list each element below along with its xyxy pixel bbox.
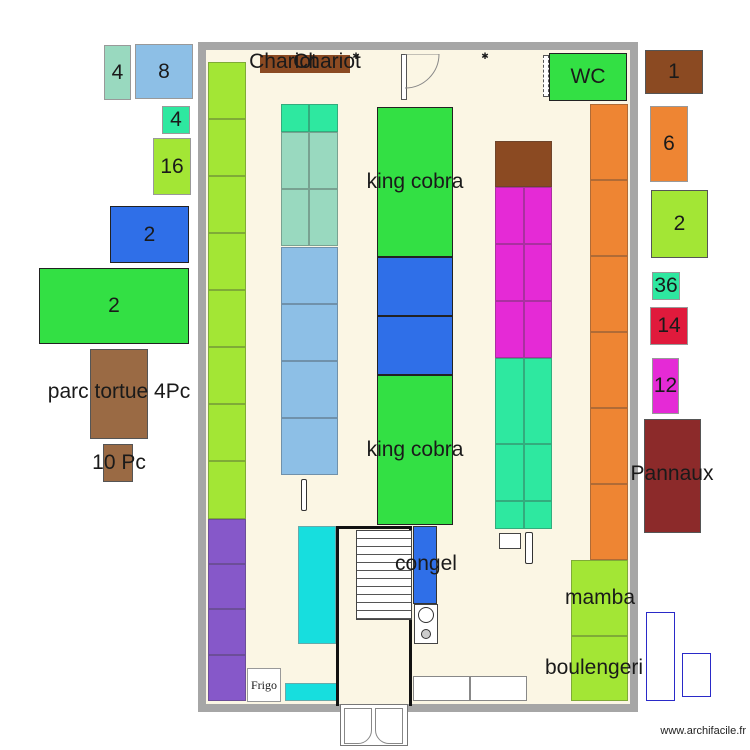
counter-left [413,676,470,701]
block-left-2-blue: 2 [110,206,189,263]
block-left-16-lime: 16 [153,138,191,195]
block-right-1-brown: 1 [645,50,703,94]
block-right-36-teal: 36 [652,272,680,300]
pannaux-block [644,419,701,533]
entrance-door [340,704,408,746]
frigo-unit: Frigo [247,668,281,702]
congel-label: congel [395,552,457,575]
washbasin [414,604,438,644]
mamba-shelf [571,560,628,636]
block-right-12-magenta: 12 [652,358,679,414]
outline-panel-short [682,653,711,697]
outline-panel-tall [646,612,675,701]
brown-shelf-top [495,141,552,187]
ten-pc-label: 10 Pc [92,451,146,474]
wc-room: WC [549,53,627,101]
counter-right [470,676,527,701]
mamba-label: mamba [564,586,636,609]
chariot-label-1: Chariot [249,50,317,73]
cyan-low-shelf [285,683,337,701]
cyan-freezer [298,526,336,644]
watermark: www.archifacile.fr [660,725,746,737]
block-left-8-sky: 8 [135,44,193,99]
blue-congel-unit [413,526,437,604]
block-right-6-orange: 6 [650,106,688,182]
boulangerie-label: boulengeri [544,656,644,679]
small-stand-left [301,479,307,511]
top-door-frame [401,54,407,100]
outlet-icon-1: ✱ [352,50,360,61]
block-right-2-lime: 2 [651,190,708,258]
parc-tortue-block [90,349,148,439]
frigo-label: Frigo [250,677,277,692]
door-leaf-left [344,708,372,744]
block-left-2-green: 2 [39,268,189,344]
chariot-label-2: Chariot [293,50,361,73]
pannaux-label: Pannaux [630,462,714,485]
block-right-14-red: 14 [650,307,688,345]
staircase [356,530,412,620]
outlet-icon-2: ✱ [481,50,489,61]
block-left-4-teal: 4 [162,106,190,134]
boulangerie-shelf [571,636,628,701]
blue-shelf-mid-2 [377,316,453,375]
block-left-4-mint: 4 [104,45,131,100]
door-leaf-right [375,708,403,744]
sink-icon [499,533,521,549]
king-cobra-top: king cobra [367,107,463,257]
king-cobra-bottom: king cobra [367,375,463,525]
basin-circle-icon [418,607,434,623]
chariot-brown-bar [260,55,350,73]
small-stand-right [525,532,533,564]
parc-tortue-label: parc tortue 4Pc [47,380,191,403]
ten-pc-block [103,444,133,482]
wc-door [543,55,549,97]
blue-shelf-mid-1 [377,257,453,316]
top-door-swing [405,54,440,89]
drain-icon [421,629,431,639]
